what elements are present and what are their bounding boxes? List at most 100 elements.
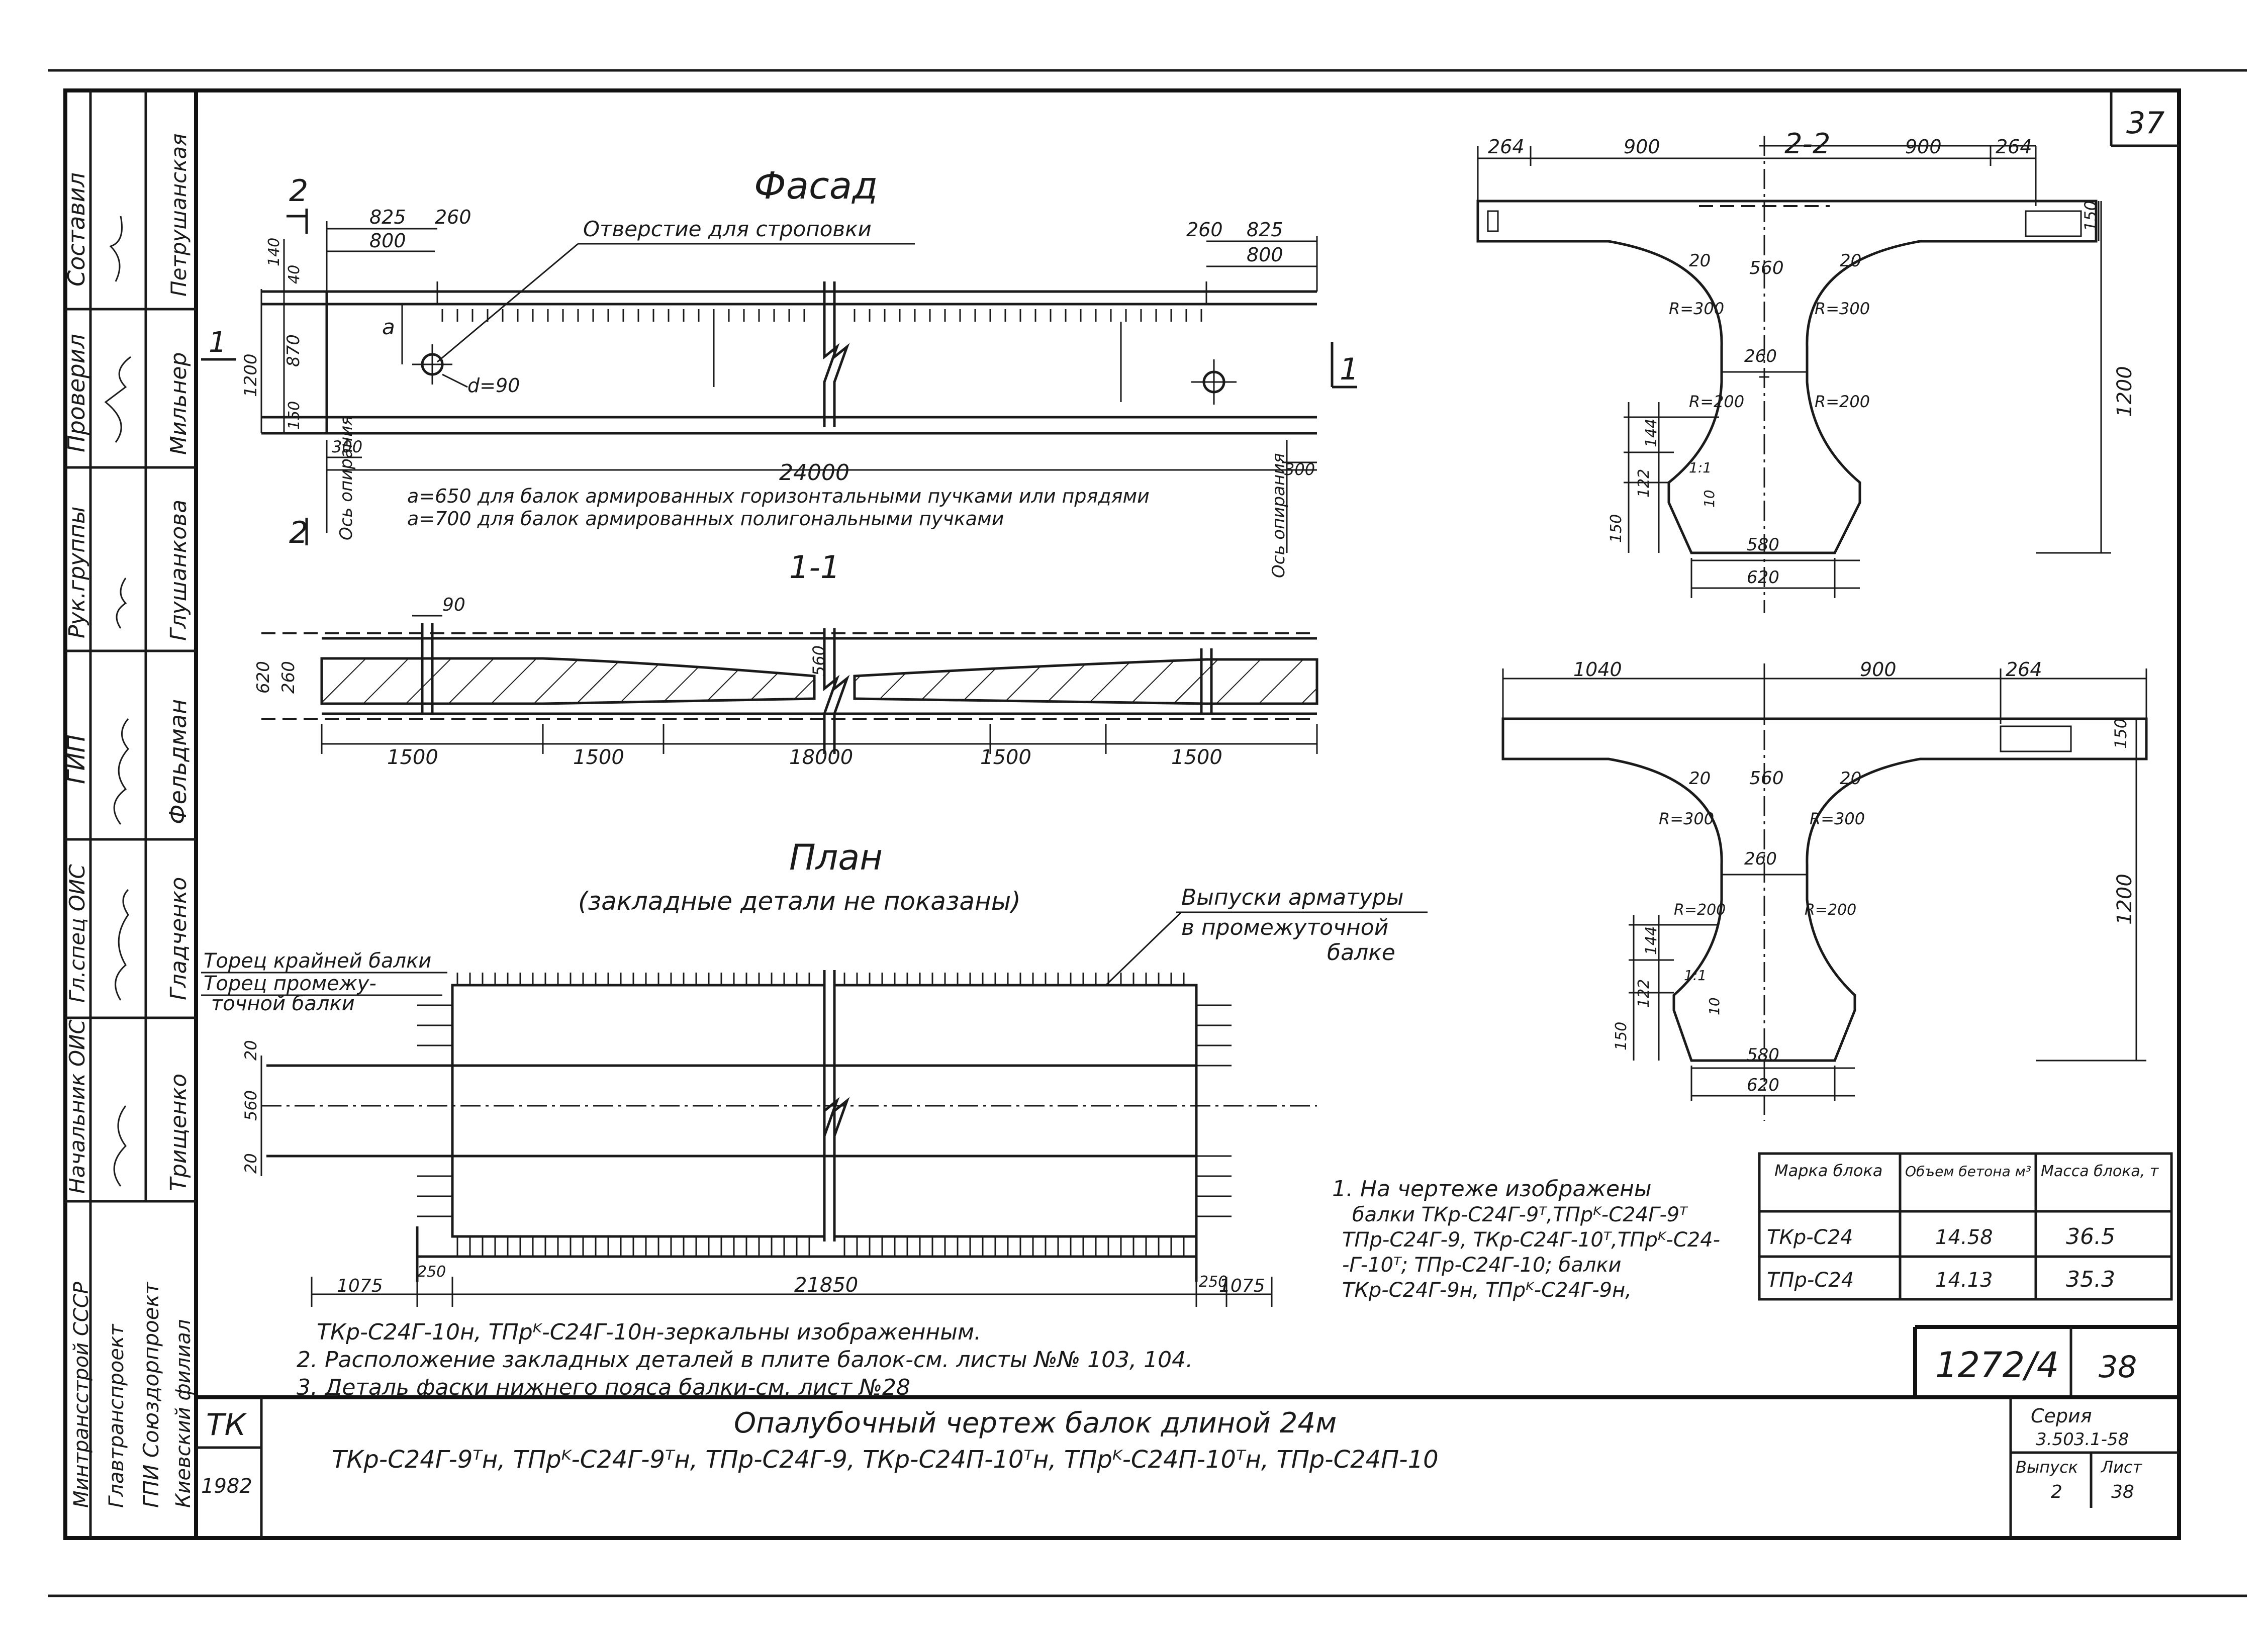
section22-r300-left: R=300 (1669, 299, 1724, 318)
sectionb-dim-260: 260 (1744, 849, 1777, 869)
plan-end-label-2: Торец промежу- (204, 972, 376, 995)
section22-dim-260: 260 (1744, 346, 1777, 366)
section11-dim-560: 560 (809, 645, 828, 676)
section22-r200-left: R=200 (1689, 392, 1744, 411)
issue-value: 2 (2051, 1482, 2062, 1502)
facade-section-mark-2-bottom: 2 (289, 515, 308, 550)
section11-dim-90: 90 (442, 595, 465, 615)
sidebar: Составил Петрушанская Проверил Мильнер Р… (62, 90, 198, 1538)
section11-dim-1500-d: 1500 (1171, 746, 1222, 769)
section22-dim-150: 150 (2081, 201, 2100, 231)
sectionb-r200-right: R=200 (1805, 901, 1856, 919)
sectionb-dim-150: 150 (2111, 718, 2130, 749)
section22-dim-620: 620 (1747, 567, 1779, 588)
section22-dim-264-right: 264 (1996, 136, 2032, 158)
plan-dim-250-left: 250 (417, 1263, 446, 1281)
sectionb-dim-150b: 150 (1613, 1022, 1630, 1050)
plan-dim-20-bottom: 20 (241, 1153, 260, 1174)
title-org-code: ТК (206, 1407, 247, 1443)
section22-slope: 1:1 (1689, 459, 1712, 476)
org-line-1: Минтрансстрой СССР (70, 1281, 93, 1508)
facade-dim-24000: 24000 (779, 460, 849, 486)
section22-dim-144: 144 (1643, 419, 1660, 447)
section22-dim-20-left: 20 (1689, 251, 1711, 271)
facade-dim-140: 140 (265, 238, 283, 266)
sectionb-r300-left: R=300 (1659, 809, 1714, 828)
section-1-1: 1-1 90 620 260 560 1500 1500 18000 1500 … (253, 549, 1318, 769)
org-line-2: Главтранспроект (105, 1323, 128, 1508)
section-b: 1040 900 264 150 1200 20 560 20 R=300 R=… (1501, 658, 2148, 1121)
table-cell-r1-c3: 36.5 (2066, 1224, 2115, 1250)
title-line-1: Опалубочный чертеж балок длиной 24м (734, 1407, 1337, 1440)
plan-dim-20-top: 20 (241, 1040, 260, 1061)
org-line-4: Киевский филиал (172, 1319, 195, 1508)
section22-dim-20-right: 20 (1840, 251, 1861, 271)
plan-end-label-3: точной балки (211, 992, 355, 1015)
title-year: 1982 (201, 1475, 252, 1498)
plan-rebar-label-2: в промежуточной (1181, 915, 1388, 940)
section22-dim-1200: 1200 (2113, 366, 2136, 417)
sheet-label: Лист (2101, 1458, 2142, 1477)
section11-dim-1500-b: 1500 (573, 746, 624, 769)
sectionb-dim-900: 900 (1860, 658, 1897, 681)
series-value: 3.503.1-58 (2036, 1429, 2129, 1450)
table-cell-r2-c1: ТПр-С24 (1767, 1269, 1854, 1292)
facade-hole-label: Отверстие для строповки (583, 217, 872, 241)
section11-title: 1-1 (789, 549, 840, 586)
title-line-2: ТКр-С24Г-9ᵀн, ТПрᴷ-С24Г-9ᵀн, ТПр-С24Г-9,… (332, 1446, 1439, 1474)
plan-title: План (789, 837, 883, 878)
note2: 2. Расположение закладных деталей в плит… (297, 1347, 1193, 1373)
sectionb-dim-580: 580 (1747, 1045, 1779, 1065)
plan-rebar-label-3: балке (1327, 940, 1395, 966)
sectionb-dim-560: 560 (1749, 768, 1784, 789)
issue-label: Выпуск (2016, 1458, 2078, 1477)
section22-dim-264-left: 264 (1488, 136, 1525, 158)
table-cell-r2-c2: 14.13 (1935, 1269, 1993, 1292)
sidebar-name-4: Фельдман (164, 699, 192, 824)
section-2-2: 2-2 264 900 900 264 150 1200 20 560 20 R… (1476, 128, 2136, 613)
facade-dim-150: 150 (286, 401, 303, 430)
section22-dim-10: 10 (1701, 490, 1718, 508)
mass-table: Марка блока Объем бетона м³ Масса блока,… (1758, 1152, 2173, 1301)
facade-dim-870: 870 (284, 334, 304, 367)
sidebar-name-6: Трищенко (166, 1074, 192, 1191)
plan-dim-1075-left: 1075 (337, 1276, 383, 1296)
note1-line3: ТПр-С24Г-9, ТКр-С24Г-10ᵀ,ТПрᴷ-С24- (1342, 1228, 1720, 1252)
facade-axis-right: Ось опирания (1269, 453, 1289, 578)
note1-cont: ТКр-С24Г-10н, ТПрᴷ-С24Г-10н-зеркальны из… (317, 1319, 981, 1345)
sidebar-name-1: Петрушанская (166, 134, 191, 297)
section11-dim-620: 620 (253, 661, 273, 694)
sectionb-dim-20-right: 20 (1840, 769, 1861, 789)
facade-dim-1200: 1200 (241, 353, 261, 397)
plan-end-label-1: Торец крайней балки (204, 949, 431, 973)
sheet-top-number: 37 (2126, 106, 2164, 141)
sidebar-name-2: Мильнер (166, 352, 192, 455)
sidebar-role-5: Гл.спец ОИС (65, 864, 89, 1003)
sidebar-role-2: Проверил (63, 334, 90, 452)
section11-dim-1500-c: 1500 (980, 746, 1031, 769)
section11-dim-260: 260 (278, 661, 299, 694)
section11-dim-18000: 18000 (789, 746, 853, 769)
facade-dim-800-left: 800 (369, 230, 406, 252)
facade-section-mark-1-left: 1 (209, 326, 227, 359)
note1-line5: ТКр-С24Г-9н, ТПрᴷ-С24Г-9н, (1342, 1279, 1632, 1302)
plan-subtitle: (закладные детали не показаны) (578, 887, 1021, 916)
title-block: ТК 1982 Опалубочный чертеж балок длиной … (196, 1395, 2179, 1538)
section22-dim-900-left: 900 (1624, 136, 1660, 158)
doc-sheet: 38 (2099, 1350, 2137, 1385)
table-header-mark: Марка блока (1774, 1161, 1882, 1180)
facade-title: Фасад (754, 164, 878, 208)
sectionb-dim-1040: 1040 (1573, 658, 1622, 681)
plan-view: План (закладные детали не показаны) Выпу… (201, 837, 1428, 1307)
table-cell-r1-c2: 14.58 (1935, 1226, 1993, 1249)
section22-dim-900-right: 900 (1905, 136, 1942, 158)
sidebar-role-4: ГИП (62, 734, 90, 784)
facade-dim-800-right: 800 (1247, 244, 1283, 266)
section22-title: 2-2 (1784, 128, 1830, 160)
sectionb-dim-1200: 1200 (2113, 874, 2136, 925)
sidebar-role-3: Рук.группы (64, 507, 90, 639)
section22-dim-150b: 150 (1608, 514, 1625, 543)
sectionb-dim-264: 264 (2006, 658, 2042, 681)
facade-dim-825-left: 825 (369, 206, 406, 228)
plan-dim-250-right: 250 (1199, 1273, 1227, 1291)
